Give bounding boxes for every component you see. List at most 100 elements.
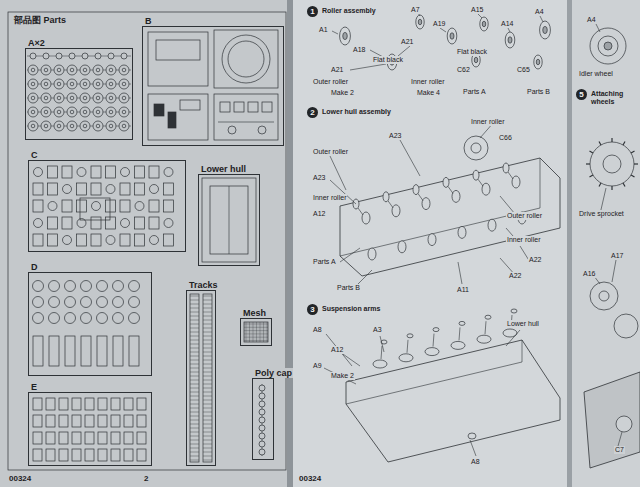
small-part	[137, 398, 146, 410]
arm-part	[485, 315, 491, 319]
track-link	[203, 372, 212, 373]
track-link	[203, 452, 212, 453]
road-wheel	[28, 93, 38, 103]
axle-stub	[368, 248, 376, 260]
poly-cap	[259, 385, 265, 391]
sprue-frame: Lower hull	[198, 174, 260, 266]
road-wheel	[41, 79, 51, 89]
sprocket-tooth	[589, 151, 592, 153]
roller-part	[534, 55, 542, 69]
part-label: A16	[582, 270, 596, 278]
track-link	[190, 424, 199, 425]
part-label: A4	[534, 8, 545, 16]
part-label: A4	[586, 16, 597, 24]
road-wheel	[106, 79, 116, 89]
poly-cap	[259, 393, 265, 399]
step-heading: 3Suspension arms	[304, 301, 566, 315]
small-part	[72, 398, 81, 410]
mesh-sheet	[244, 322, 268, 342]
step-title: Attaching wheels	[590, 89, 633, 106]
part-label: Inner roller	[506, 236, 541, 244]
small-part	[164, 234, 174, 246]
road-wheel	[80, 107, 90, 117]
suspension-arm	[65, 336, 75, 366]
mesh-wire	[249, 322, 250, 342]
gutter	[567, 0, 572, 487]
part-label: C62	[456, 66, 471, 74]
road-wheel	[119, 121, 129, 131]
part-label: A18	[352, 46, 366, 54]
part-label: Lower hull	[506, 320, 540, 328]
track-link	[190, 364, 199, 365]
small-part	[137, 432, 146, 444]
step-title: Roller assembly	[321, 6, 377, 15]
suspension-arm	[49, 336, 59, 366]
sprue-letter: Lower hull	[200, 164, 247, 174]
part-label: A12	[312, 210, 326, 218]
step-number: 2	[307, 107, 318, 118]
sprue-letter: B	[144, 16, 153, 26]
wheel-hub	[122, 68, 126, 72]
sprue-frame: D	[28, 272, 152, 376]
small-part	[149, 166, 159, 178]
wheel-hub	[70, 124, 74, 128]
leader-line	[324, 368, 356, 384]
small-part	[98, 415, 107, 427]
road-wheel	[41, 121, 51, 131]
small-part	[91, 166, 101, 178]
track-link	[190, 312, 199, 313]
part-label: Parts A	[312, 258, 337, 266]
axle-stub	[488, 219, 496, 231]
road-wheel	[93, 65, 103, 75]
return-roller	[65, 297, 76, 308]
step-heading: 1Roller assembly	[304, 3, 566, 17]
roller-hub	[474, 57, 478, 63]
return-roller	[49, 281, 60, 292]
return-roller	[113, 313, 124, 324]
sprocket-tooth	[623, 183, 625, 186]
spine-shadow	[287, 0, 293, 487]
sprocket-tooth	[589, 175, 592, 177]
part-label: Parts B	[526, 88, 551, 96]
track-link	[203, 416, 212, 417]
track-link	[190, 444, 199, 445]
step-panel: 1Roller assembly	[304, 3, 566, 101]
wheel-hub	[83, 110, 87, 114]
small-part	[34, 219, 43, 228]
track-link	[190, 380, 199, 381]
wheel-hub	[109, 124, 113, 128]
leader-line	[506, 330, 520, 346]
mesh-wire	[246, 322, 247, 342]
track-link	[190, 320, 199, 321]
wheel-hub	[31, 82, 35, 86]
small-part	[120, 183, 130, 195]
turret-plate	[214, 30, 278, 88]
sprue-letter: D	[30, 262, 39, 272]
sprocket-tooth	[599, 183, 601, 186]
track-link	[190, 344, 199, 345]
track-link	[190, 404, 199, 405]
track-link	[203, 324, 212, 325]
road-wheel	[93, 121, 103, 131]
small-part	[106, 200, 116, 212]
road-wheel	[28, 65, 38, 75]
track-link	[203, 368, 212, 369]
sprue-letter: Tracks	[188, 280, 219, 290]
small-part	[137, 449, 146, 461]
road-wheel	[614, 314, 638, 338]
small-part	[135, 166, 145, 178]
leader-line	[478, 179, 483, 186]
axle-stub	[458, 226, 466, 238]
road-wheel	[54, 79, 64, 89]
return-roller	[97, 281, 108, 292]
track-link	[190, 324, 199, 325]
part-label: Outer roller	[312, 78, 349, 86]
track-link	[190, 340, 199, 341]
sprocket-tooth	[611, 138, 612, 142]
return-roller	[33, 297, 44, 308]
step-number: 5	[576, 89, 587, 100]
road-wheel	[108, 53, 114, 59]
small-part	[46, 398, 55, 410]
part-label: Flat black	[372, 56, 404, 64]
part-label: Make 4	[416, 89, 441, 97]
